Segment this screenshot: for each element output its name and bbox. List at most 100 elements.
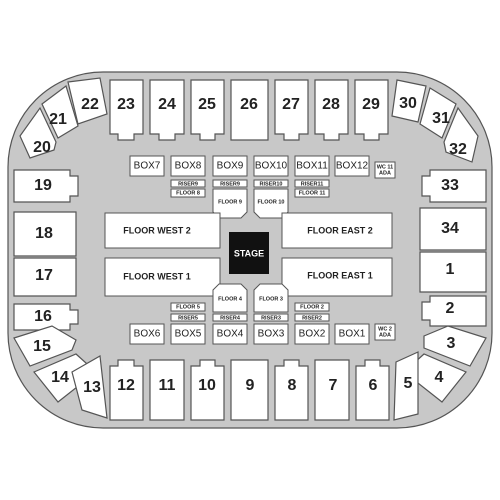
floor-east-2[interactable]: FLOOR EAST 2	[281, 212, 393, 249]
riser-3[interactable]: RISER3	[253, 313, 289, 322]
floor-11-label: FLOOR 11	[299, 190, 326, 196]
section-8-label: 8	[288, 377, 297, 394]
floor-3[interactable]: FLOOR 3	[253, 283, 289, 313]
section-29[interactable]: 29	[354, 79, 389, 141]
section-4-label: 4	[435, 369, 444, 386]
section-18[interactable]: 18	[13, 211, 77, 257]
section-10-label: 10	[198, 377, 216, 394]
floor-8[interactable]: FLOOR 8	[170, 188, 206, 198]
riser-11[interactable]: RISER11	[294, 179, 330, 188]
section-23[interactable]: 23	[109, 79, 144, 141]
stage: STAGE	[229, 232, 269, 274]
section-9-label: 9	[246, 377, 255, 394]
section-12-label: 12	[117, 377, 135, 394]
section-26-label: 26	[240, 96, 258, 113]
section-5-label: 5	[404, 375, 413, 392]
riser-4[interactable]: RISER4	[212, 313, 248, 322]
section-33[interactable]: 33	[421, 169, 487, 203]
section-1[interactable]: 1	[419, 251, 487, 293]
section-2-label: 2	[446, 300, 455, 317]
box-5-label: BOX5	[175, 329, 202, 340]
section-10[interactable]: 10	[190, 359, 225, 421]
section-29-label: 29	[362, 96, 380, 113]
section-21-label: 21	[49, 111, 67, 128]
section-22[interactable]: 22	[67, 77, 108, 125]
floor-4[interactable]: FLOOR 4	[212, 283, 248, 313]
floor-5[interactable]: FLOOR 5	[170, 302, 206, 312]
riser-5-label: RISER5	[178, 315, 198, 321]
floor-east-1[interactable]: FLOOR EAST 1	[281, 257, 393, 297]
section-3[interactable]: 3	[423, 325, 487, 367]
wc-2-ada-label: ADA	[379, 332, 391, 338]
floor-3-label: FLOOR 3	[259, 296, 283, 302]
floor-9[interactable]: FLOOR 9	[212, 188, 248, 219]
floor-west-2-label: FLOOR WEST 2	[123, 225, 191, 235]
section-26[interactable]: 26	[230, 79, 269, 141]
section-23-label: 23	[117, 96, 135, 113]
riser-9a[interactable]: RISER9	[170, 179, 206, 188]
riser-10-label: RISER10	[260, 181, 283, 187]
riser-5[interactable]: RISER5	[170, 313, 206, 322]
box-4[interactable]: BOX4	[212, 323, 248, 345]
riser-10[interactable]: RISER10	[253, 179, 289, 188]
floor-10-label: FLOOR 10	[258, 199, 285, 205]
section-5[interactable]: 5	[393, 351, 419, 421]
riser-2[interactable]: RISER2	[294, 313, 330, 322]
box-3-label: BOX3	[258, 329, 285, 340]
floor-west-1[interactable]: FLOOR WEST 1	[104, 257, 221, 297]
section-31-label: 31	[432, 110, 450, 127]
box-7-label: BOX7	[134, 161, 161, 172]
floor-8-label: FLOOR 8	[176, 190, 200, 196]
box-6-label: BOX6	[134, 329, 161, 340]
section-13-label: 13	[83, 379, 101, 396]
box-9[interactable]: BOX9	[212, 155, 248, 177]
section-24[interactable]: 24	[149, 79, 185, 141]
section-30[interactable]: 30	[391, 79, 427, 123]
section-20-label: 20	[33, 139, 51, 156]
floor-9-label: FLOOR 9	[218, 199, 242, 205]
section-6[interactable]: 6	[355, 359, 390, 421]
section-16[interactable]: 16	[13, 303, 79, 331]
box-1[interactable]: BOX1	[334, 323, 370, 345]
section-25[interactable]: 25	[190, 79, 225, 141]
box-11[interactable]: BOX11	[294, 155, 330, 177]
box-3[interactable]: BOX3	[253, 323, 289, 345]
riser-9b[interactable]: RISER9	[212, 179, 248, 188]
section-12[interactable]: 12	[109, 359, 144, 421]
section-20[interactable]: 20	[19, 106, 57, 159]
section-15[interactable]: 15	[13, 325, 77, 367]
section-7[interactable]: 7	[314, 359, 350, 421]
section-9[interactable]: 9	[230, 359, 269, 421]
floor-west-2[interactable]: FLOOR WEST 2	[104, 212, 221, 249]
floor-11[interactable]: FLOOR 11	[294, 188, 330, 198]
section-32-label: 32	[449, 141, 467, 158]
section-2[interactable]: 2	[421, 295, 487, 327]
section-21[interactable]: 21	[41, 85, 79, 139]
section-13[interactable]: 13	[71, 355, 108, 419]
floor-2[interactable]: FLOOR 2	[294, 302, 330, 312]
box-6[interactable]: BOX6	[129, 323, 165, 345]
section-27[interactable]: 27	[274, 79, 309, 141]
box-12[interactable]: BOX12	[334, 155, 370, 177]
section-30-label: 30	[399, 95, 417, 112]
section-17[interactable]: 17	[13, 257, 77, 297]
section-27-label: 27	[282, 96, 300, 113]
section-31[interactable]: 31	[419, 87, 457, 139]
wc-11-ada-label: ADA	[379, 170, 391, 176]
box-10[interactable]: BOX10	[253, 155, 289, 177]
box-7[interactable]: BOX7	[129, 155, 165, 177]
section-8[interactable]: 8	[274, 359, 309, 421]
box-2[interactable]: BOX2	[294, 323, 330, 345]
section-33-label: 33	[441, 177, 459, 194]
box-4-label: BOX4	[217, 329, 244, 340]
box-5[interactable]: BOX5	[170, 323, 206, 345]
section-11[interactable]: 11	[149, 359, 185, 421]
section-32[interactable]: 32	[443, 106, 479, 163]
section-28[interactable]: 28	[314, 79, 349, 141]
box-8[interactable]: BOX8	[170, 155, 206, 177]
section-34[interactable]: 34	[419, 207, 487, 251]
section-19[interactable]: 19	[13, 169, 79, 203]
